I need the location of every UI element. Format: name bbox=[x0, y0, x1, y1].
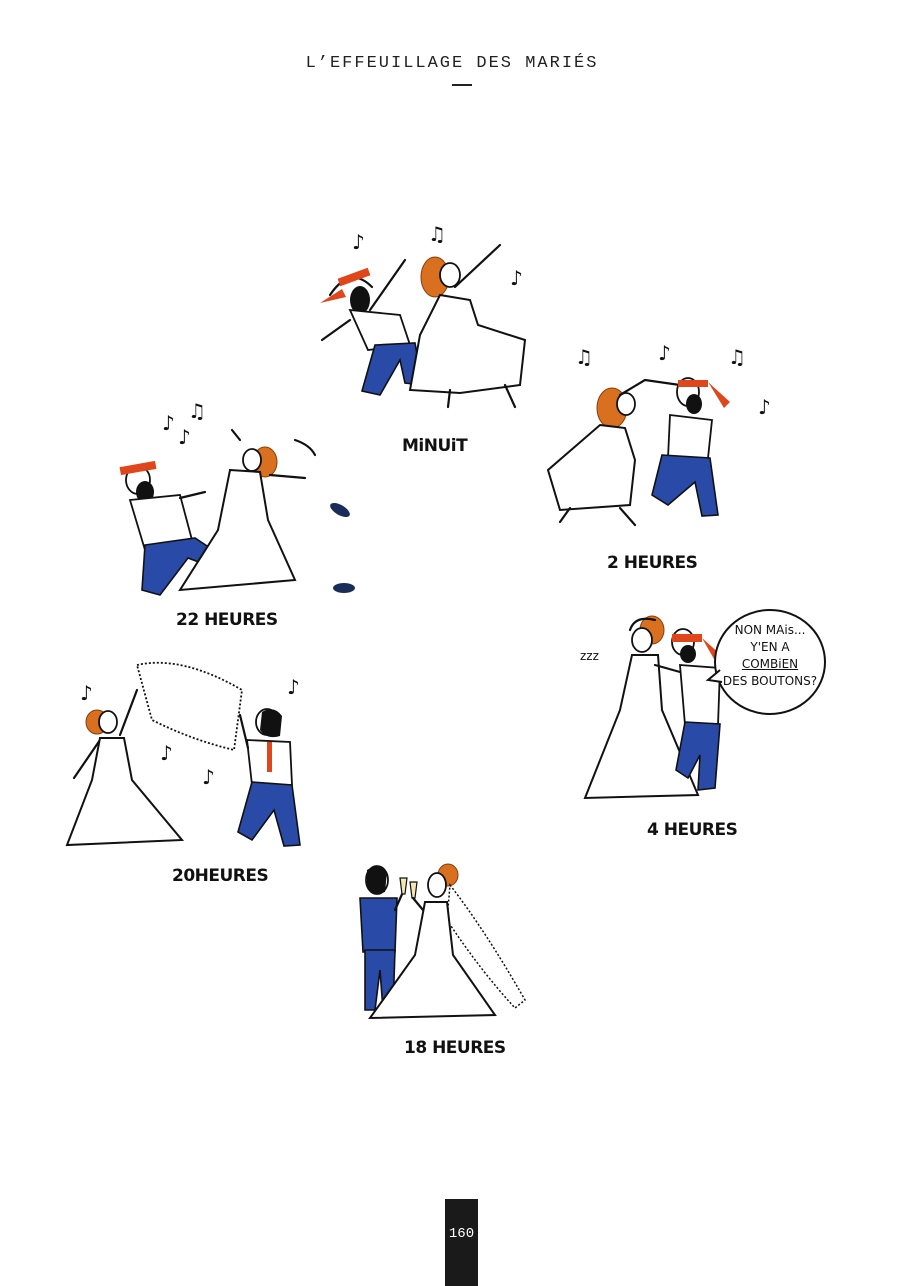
illustration-22-heures: ♪ ♫ ♪ bbox=[100, 399, 360, 605]
music-note-icon: ♫ bbox=[728, 345, 746, 369]
groom-figure bbox=[237, 708, 301, 847]
speech-bubble bbox=[705, 609, 826, 715]
illustration-minuit: ♪ ♫ ♪ bbox=[310, 222, 540, 415]
groom-figure bbox=[651, 377, 730, 517]
music-note-icon: ♪ bbox=[758, 395, 771, 419]
illustration-18-heures bbox=[355, 860, 530, 1025]
music-note-icon: ♪ bbox=[352, 230, 365, 254]
music-note-icon: ♪ bbox=[202, 765, 215, 789]
speech-bubble-text: NON MAis... Y'EN A COMBiEN DES BOUTONS? bbox=[722, 623, 818, 688]
illustration-2-heures: ♫ ♪ ♫ ♪ bbox=[540, 340, 780, 530]
page-title: L’EFFEUILLAGE DES MARIÉS bbox=[305, 54, 599, 73]
champagne-glass-icon bbox=[409, 881, 418, 899]
groom-figure bbox=[359, 865, 408, 1011]
music-note-icon: ♪ bbox=[162, 411, 175, 435]
caption-18-heures: 18 HEURES bbox=[404, 1038, 506, 1058]
music-note-icon: ♪ bbox=[287, 675, 300, 699]
groom-figure bbox=[653, 628, 721, 791]
music-note-icon: ♫ bbox=[575, 345, 593, 369]
bride-figure bbox=[178, 428, 317, 592]
groom-figure bbox=[320, 258, 423, 396]
champagne-glass-icon bbox=[399, 877, 408, 895]
snore-text: zzz bbox=[580, 649, 599, 663]
bride-figure bbox=[368, 863, 526, 1020]
music-note-icon: ♪ bbox=[658, 341, 671, 365]
page-number: 160 bbox=[448, 1226, 475, 1242]
page-tab bbox=[445, 1199, 478, 1286]
music-note-icon: ♪ bbox=[160, 741, 173, 765]
caption-22-heures: 22 HEURES bbox=[176, 610, 278, 630]
caption-2-heures: 2 HEURES bbox=[607, 553, 698, 573]
title-underline bbox=[452, 84, 472, 86]
music-note-icon: ♪ bbox=[178, 425, 191, 449]
bride-figure bbox=[65, 688, 185, 847]
illustration-4-heures: zzz bbox=[580, 609, 830, 805]
caption-minuit: MiNUiT bbox=[402, 436, 468, 456]
shoe-icon bbox=[330, 503, 355, 593]
caption-20-heures: 20HEURES bbox=[172, 866, 269, 886]
music-note-icon: ♪ bbox=[510, 266, 523, 290]
veil-icon bbox=[135, 661, 243, 752]
illustration-20-heures: ♪ ♪ ♪ ♪ bbox=[62, 660, 322, 855]
caption-4-heures: 4 HEURES bbox=[647, 820, 738, 840]
music-note-icon: ♪ bbox=[80, 681, 93, 705]
bride-figure bbox=[546, 378, 682, 527]
music-note-icon: ♫ bbox=[428, 222, 446, 246]
music-note-icon: ♫ bbox=[188, 399, 206, 423]
bride-figure bbox=[583, 615, 700, 800]
bride-figure bbox=[408, 243, 527, 409]
